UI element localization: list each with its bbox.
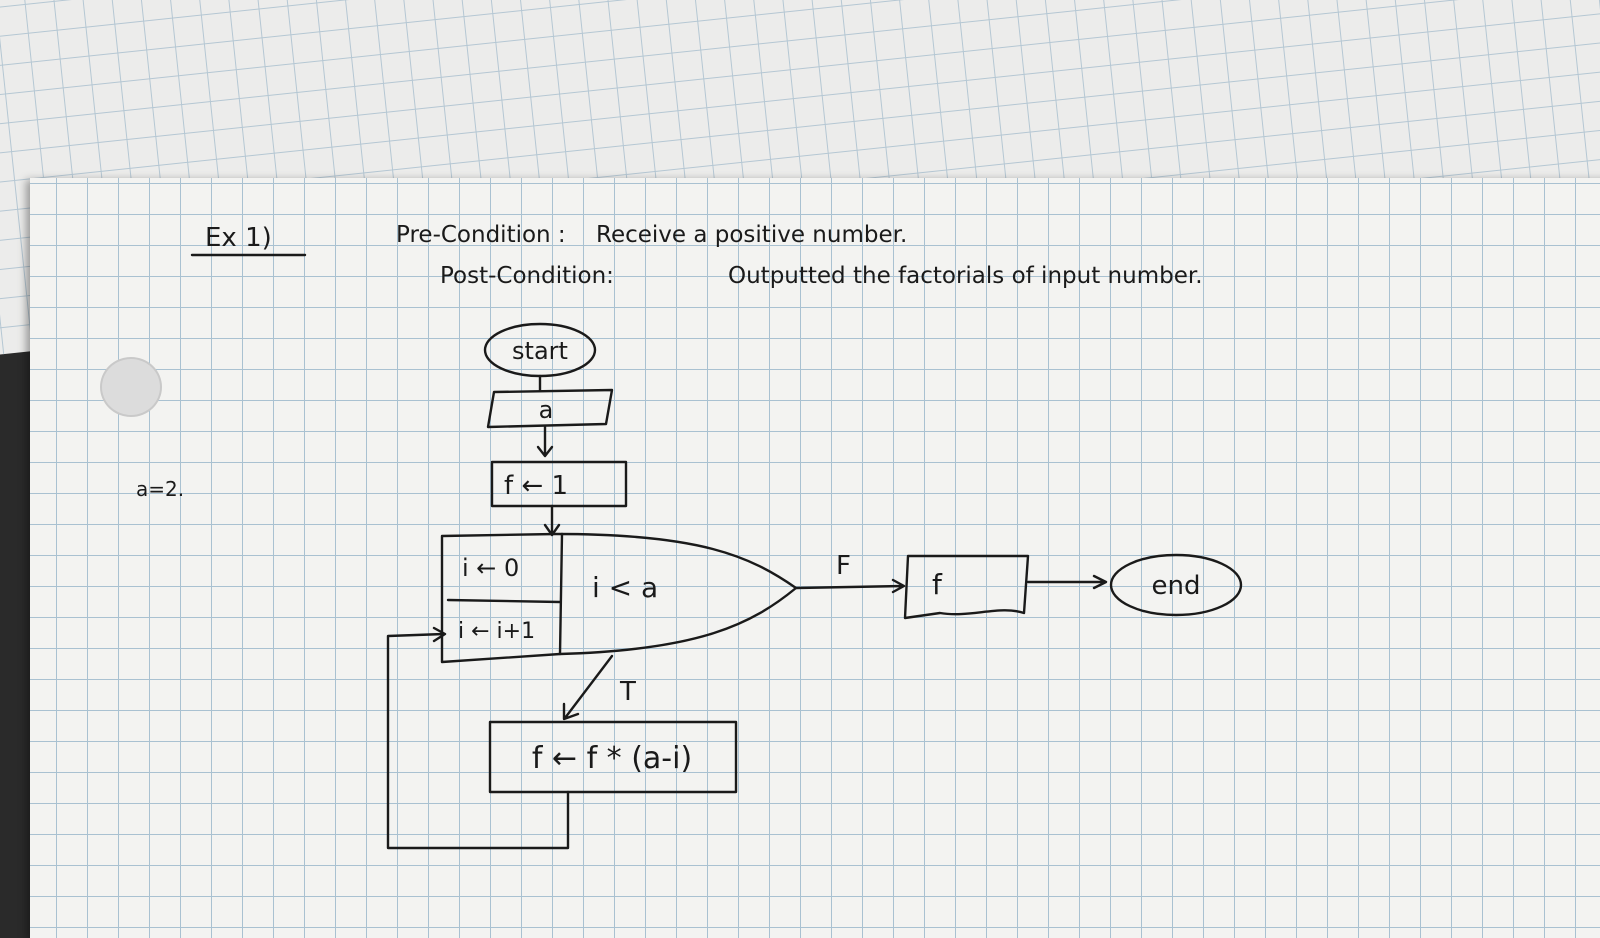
init-process-box <box>490 460 628 508</box>
pre-condition-text: Receive a positive number. <box>596 222 907 248</box>
body-process-box <box>488 720 738 794</box>
flowchart-drawing: Ex 1) Pre-Condition : Receive a positive… <box>136 222 1243 850</box>
true-branch-label: T <box>619 677 636 707</box>
init-label: f ← 1 <box>504 471 568 501</box>
end-terminal-shape <box>1109 553 1243 617</box>
arrow-output-to-end <box>1026 574 1108 590</box>
loop-init-label: i ← 0 <box>462 554 519 582</box>
arrow-false-to-output <box>794 578 906 594</box>
loop-condition-label: i < a <box>592 571 658 604</box>
end-label: end <box>1152 571 1201 601</box>
arrow-init-to-loop <box>543 504 561 537</box>
post-condition-text: Outputted the factorials of input number… <box>728 263 1203 289</box>
binder-hole <box>100 357 162 417</box>
arrow-input-to-init <box>536 425 554 458</box>
body-label: f ← f * (a-i) <box>532 741 692 776</box>
loop-divider-vertical <box>558 532 564 656</box>
output-label: f <box>932 568 943 601</box>
input-parallelogram <box>486 388 614 429</box>
output-document-shape <box>903 554 1030 620</box>
false-branch-label: F <box>836 551 851 581</box>
post-condition-label: Post-Condition: <box>440 263 614 289</box>
input-label: a <box>539 396 554 424</box>
exercise-label: Ex 1) <box>205 223 272 253</box>
start-label: start <box>512 337 568 365</box>
arrow-true-to-body <box>562 654 614 721</box>
side-note: a=2. <box>136 477 184 501</box>
pre-condition-label: Pre-Condition : <box>396 222 566 248</box>
loop-update-label: i ← i+1 <box>458 619 535 644</box>
loop-divider-horizontal <box>446 598 562 604</box>
loop-back-arrow <box>386 626 570 850</box>
grid-paper-sheet <box>30 178 1600 938</box>
